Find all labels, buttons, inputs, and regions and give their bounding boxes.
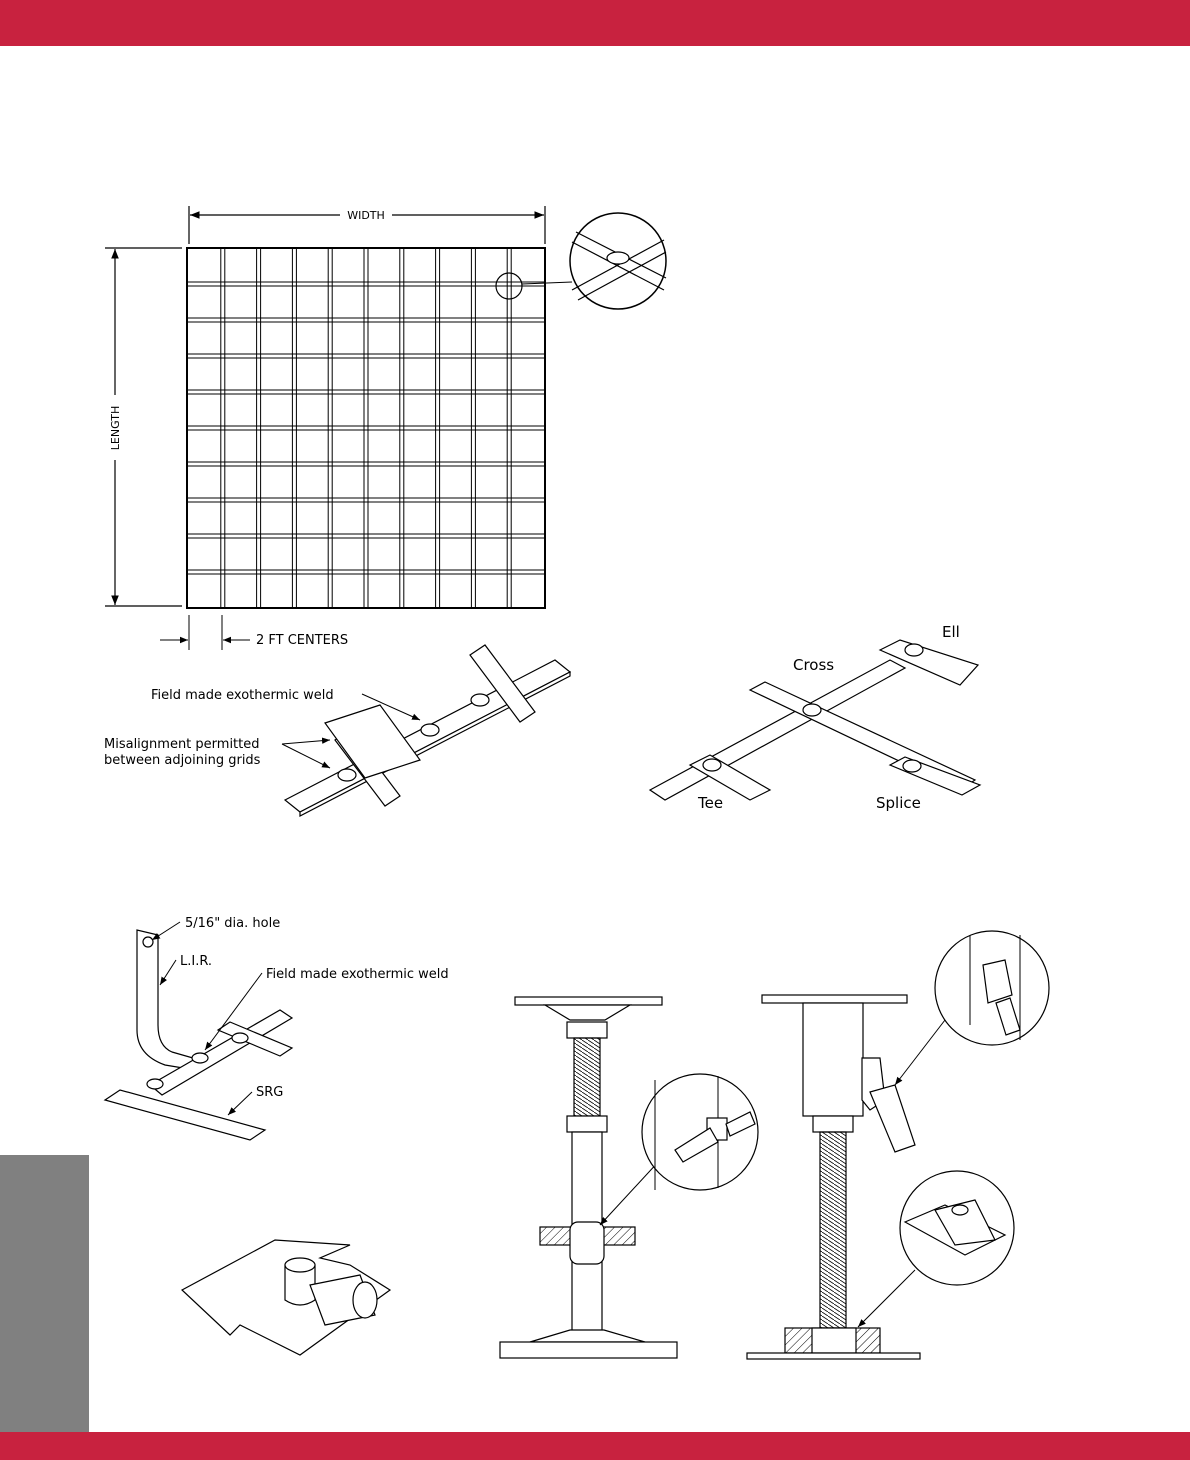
cable-lug-icon — [180, 1239, 392, 1356]
plate-detail-magnifier-icon — [899, 1170, 1015, 1286]
pedestal-icon — [746, 994, 921, 1360]
tee-label: Tee — [697, 794, 723, 812]
splice-diagram — [283, 644, 572, 817]
grid-diagram: WIDTH LENGTH 2 FT CENTERS — [105, 206, 667, 650]
lir-diagram — [103, 929, 294, 1141]
top-banner — [0, 0, 1190, 46]
side-tab — [0, 1155, 89, 1432]
pedestal-icon — [499, 996, 678, 1359]
centers-label: 2 FT CENTERS — [256, 633, 348, 648]
bottom-banner — [0, 1432, 1190, 1460]
hole-label: 5/16" dia. hole — [185, 916, 280, 931]
grid-strips — [187, 248, 545, 608]
length-label: LENGTH — [109, 406, 122, 450]
lir-weld-label: Field made exothermic weld — [266, 967, 449, 982]
splice-weld-label: Field made exothermic weld — [151, 688, 334, 703]
lug-detail-magnifier-icon — [934, 930, 1050, 1046]
cross-label: Cross — [793, 656, 834, 674]
pedestal-detail-magnifier-icon — [641, 1073, 759, 1191]
srg-label: SRG — [256, 1085, 283, 1100]
misalignment-line2: between adjoining grids — [104, 753, 261, 768]
width-label: WIDTH — [347, 209, 385, 222]
misalignment-line1: Misalignment permitted — [104, 737, 260, 752]
lir-label: L.I.R. — [180, 954, 212, 969]
detail-magnifier-icon — [569, 212, 667, 310]
splice-label: Splice — [876, 794, 921, 812]
ell-label: Ell — [942, 623, 960, 641]
joint-diagram — [648, 639, 982, 801]
